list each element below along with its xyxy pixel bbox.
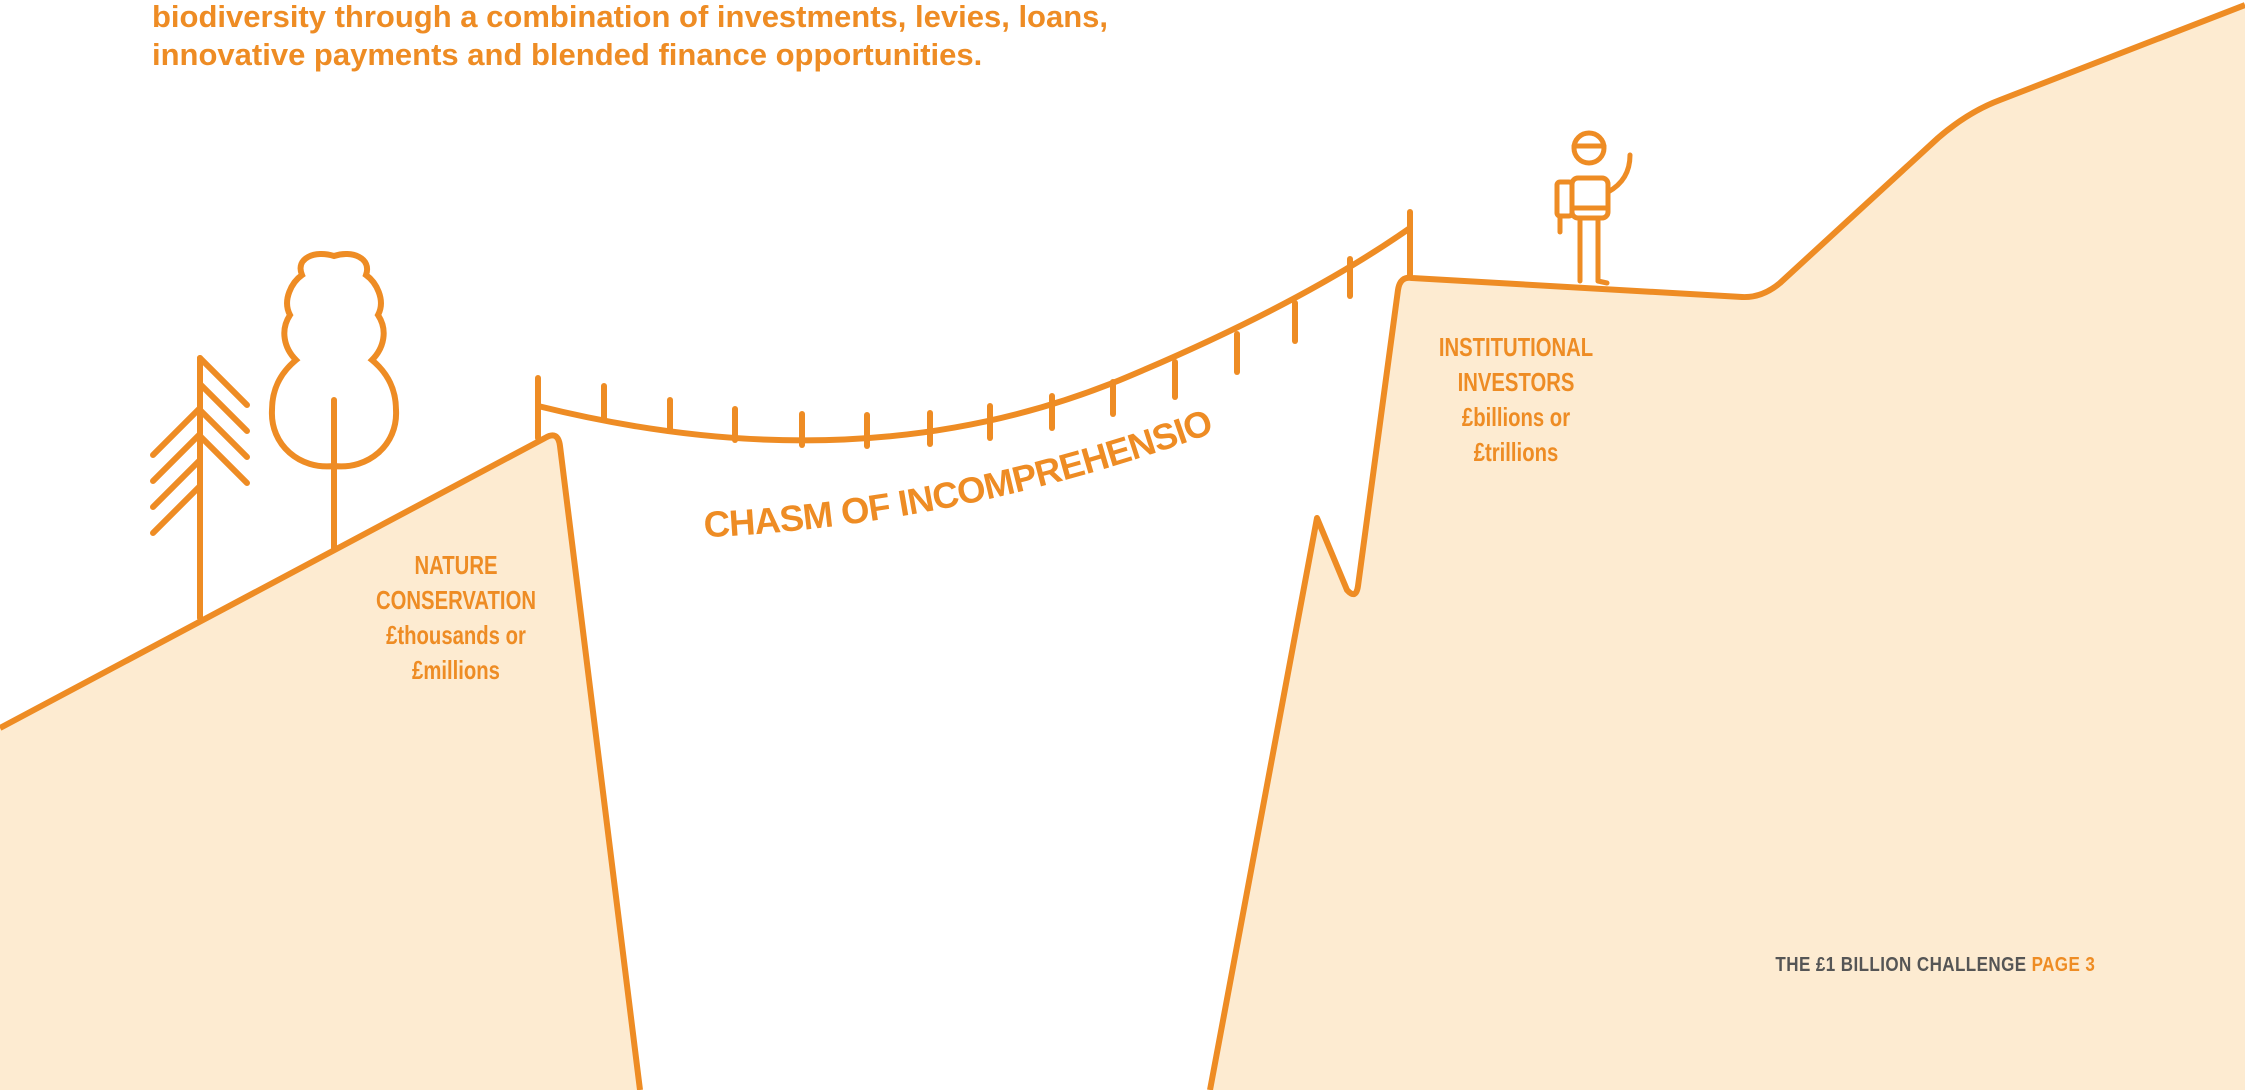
left-cliff-outline bbox=[0, 432, 643, 1090]
nature-conservation-label: NATURE CONSERVATION £thousands or £milli… bbox=[362, 548, 549, 688]
institutional-title-line1: INSTITUTIONAL bbox=[1438, 332, 1594, 362]
right-cliff-outline bbox=[1207, 2, 2245, 1090]
chasm-label: CHASM OF INCOMPREHENSION & SCALE bbox=[137, 71, 1217, 545]
bridge-planks bbox=[601, 256, 1353, 449]
left-cliff-land bbox=[0, 435, 640, 1090]
institutional-title-line2: INVESTORS bbox=[1457, 367, 1575, 397]
nature-scale-line1: £thousands or bbox=[386, 620, 526, 650]
institutional-investors-label: INSTITUTIONAL INVESTORS £billions or £tr… bbox=[1422, 330, 1609, 470]
nature-scale-line2: £millions bbox=[412, 655, 500, 685]
institutional-scale-line2: £trillions bbox=[1473, 437, 1559, 467]
institutional-scale-line1: £billions or bbox=[1461, 402, 1571, 432]
chasm-label-path: CHASM OF INCOMPREHENSION & SCALE bbox=[137, 71, 1218, 545]
bridge-rope bbox=[535, 225, 1413, 444]
hiker-person-icon bbox=[1554, 130, 1633, 286]
nature-title-line2: CONSERVATION bbox=[375, 585, 536, 615]
intro-line-1: biodiversity through a combination of in… bbox=[152, 0, 1109, 34]
right-cliff-land bbox=[1210, 5, 2245, 1090]
intro-paragraph: biodiversity through a combination of in… bbox=[152, 0, 1452, 74]
conifer-tree-icon bbox=[150, 355, 250, 621]
footer-document-title: THE £1 BILLION CHALLENGE bbox=[1775, 954, 2027, 976]
rope-bridge-icon bbox=[535, 209, 1413, 449]
deciduous-tree-icon bbox=[268, 251, 400, 551]
intro-line-2: innovative payments and blended finance … bbox=[152, 37, 983, 72]
footer-page-number: PAGE 3 bbox=[2031, 954, 2095, 976]
nature-title-line1: NATURE bbox=[414, 550, 498, 580]
